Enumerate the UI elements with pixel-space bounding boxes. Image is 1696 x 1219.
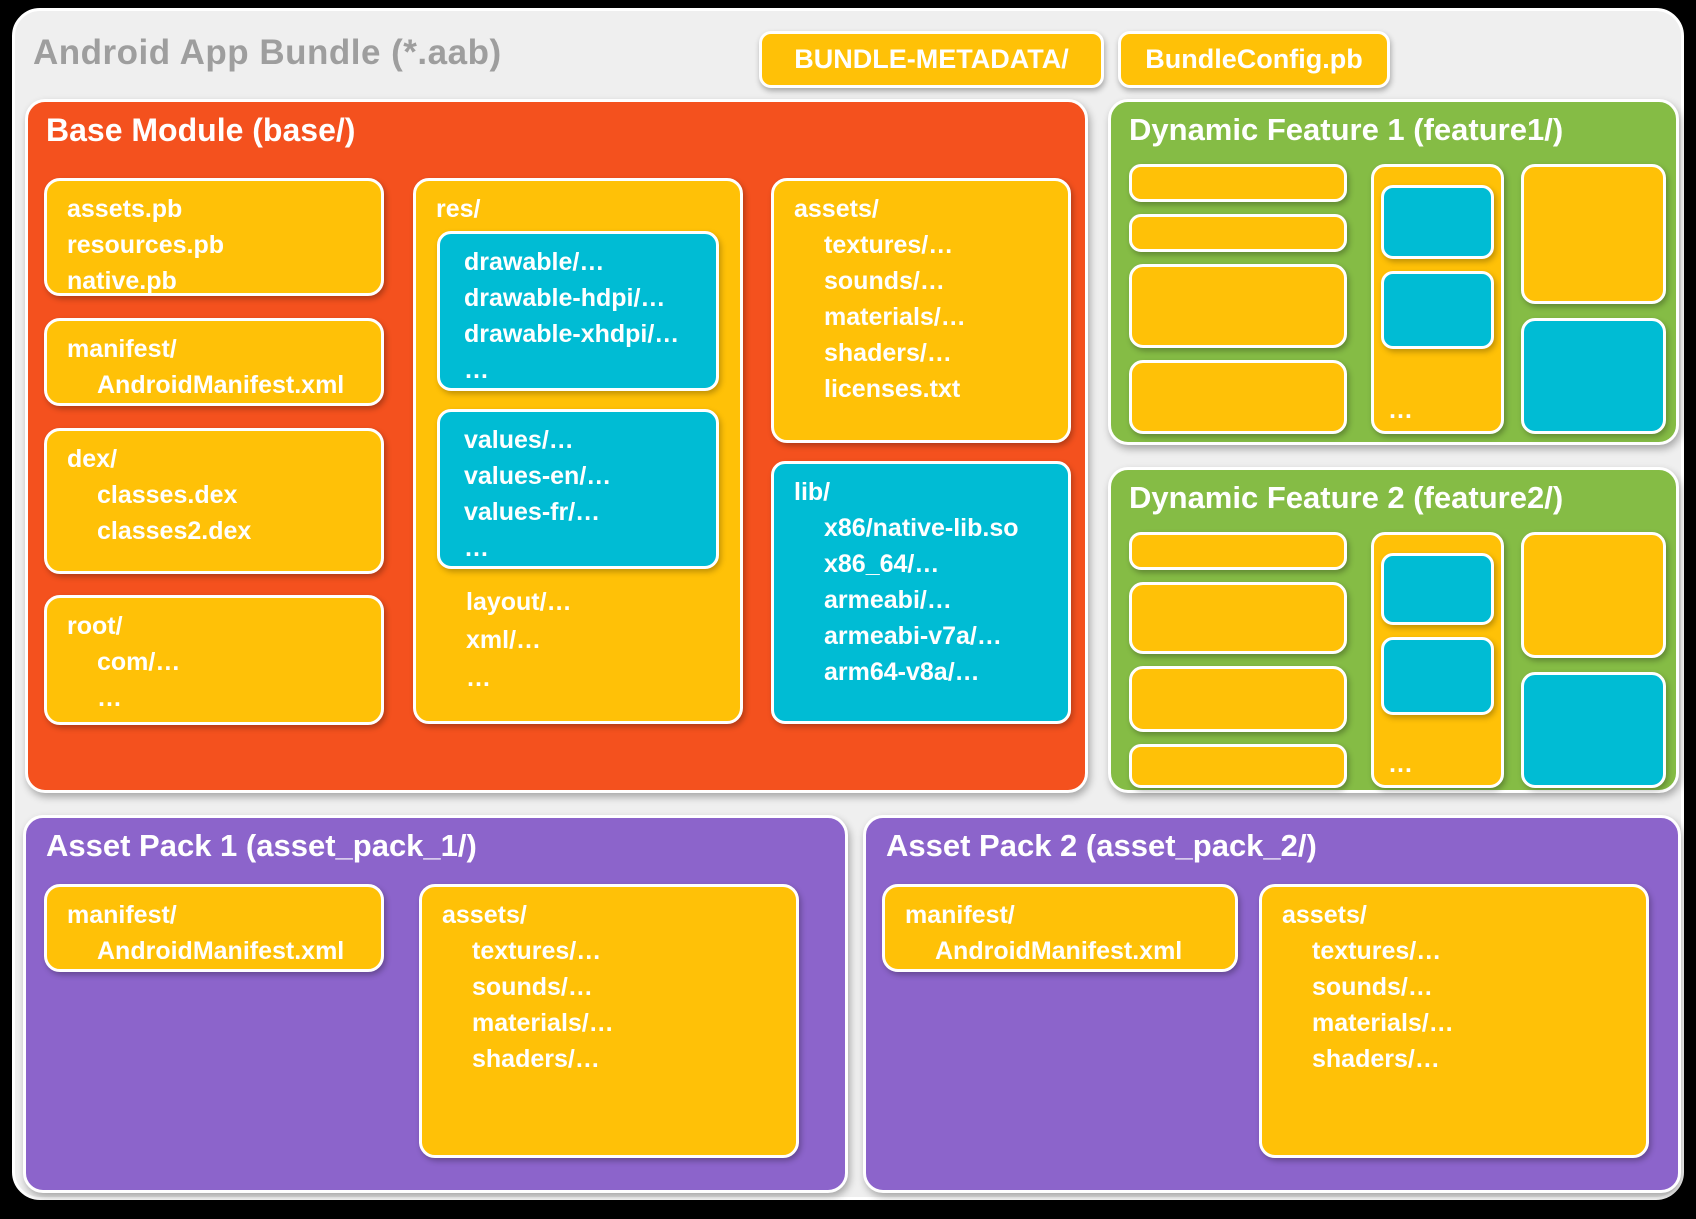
feature-ellipsis: … [1388, 750, 1413, 778]
base-assets-box: assets/textures/…sounds/…materials/…shad… [771, 178, 1071, 443]
feature-res-container: … [1371, 164, 1504, 434]
res-label: res/ [436, 195, 481, 223]
feature-placeholder-cyan-box [1381, 271, 1494, 349]
asset-pack-2-title: Asset Pack 2 (asset_pack_2/) [886, 828, 1317, 863]
asset-pack-1: Asset Pack 1 (asset_pack_1/) manifest/An… [23, 815, 848, 1193]
bundle-frame: Android App Bundle (*.aab) BUNDLE-METADA… [12, 8, 1684, 1200]
feature-placeholder-box [1129, 164, 1347, 202]
feature-placeholder-cyan-box [1381, 553, 1494, 625]
asset-pack-1-manifest-lines: manifest/AndroidManifest.xml [67, 901, 345, 965]
feature-placeholder-box [1129, 666, 1347, 732]
feature-ellipsis: … [1388, 396, 1413, 424]
feature-placeholder-box [1129, 214, 1347, 252]
asset-pack-2-manifest-lines: manifest/AndroidManifest.xml [905, 901, 1183, 965]
root-box: root/com/…… [44, 595, 384, 725]
dynamic-feature-1-title: Dynamic Feature 1 (feature1/) [1129, 112, 1564, 147]
asset-pack-1-manifest-box: manifest/AndroidManifest.xml [44, 884, 384, 972]
feature-placeholder-box [1129, 360, 1347, 434]
base-manifest-lines: manifest/AndroidManifest.xml [67, 335, 345, 399]
dynamic-feature-1: Dynamic Feature 1 (feature1/) … [1108, 99, 1679, 445]
root-lines: root/com/…… [67, 612, 181, 712]
feature-placeholder-box [1521, 164, 1666, 304]
page-title: Android App Bundle (*.aab) [33, 33, 502, 72]
feature-placeholder-box [1129, 582, 1347, 654]
drawable-lines: drawable/…drawable-hdpi/…drawable-xhdpi/… [464, 248, 680, 384]
values-box: values/…values-en/…values-fr/…… [437, 409, 719, 569]
feature-res-container: … [1371, 532, 1504, 788]
values-lines: values/…values-en/…values-fr/…… [464, 426, 612, 562]
dynamic-feature-2: Dynamic Feature 2 (feature2/) … [1108, 467, 1679, 793]
bundle-metadata-pill: BUNDLE-METADATA/ [759, 31, 1104, 88]
feature-placeholder-box [1129, 264, 1347, 348]
drawable-box: drawable/…drawable-hdpi/…drawable-xhdpi/… [437, 231, 719, 391]
asset-pack-2-assets-lines: assets/textures/…sounds/…materials/…shad… [1282, 901, 1454, 1073]
feature-placeholder-box [1129, 744, 1347, 788]
base-module-title: Base Module (base/) [46, 112, 356, 148]
feature-placeholder-box [1521, 532, 1666, 658]
feature-placeholder-cyan-box [1521, 672, 1666, 788]
dynamic-feature-2-title: Dynamic Feature 2 (feature2/) [1129, 480, 1564, 515]
asset-pack-1-title: Asset Pack 1 (asset_pack_1/) [46, 828, 477, 863]
asset-pack-1-assets-box: assets/textures/…sounds/…materials/…shad… [419, 884, 799, 1158]
feature-placeholder-cyan-box [1381, 637, 1494, 715]
asset-pack-2: Asset Pack 2 (asset_pack_2/) manifest/An… [863, 815, 1681, 1193]
feature-placeholder-cyan-box [1521, 318, 1666, 434]
asset-pack-2-manifest-box: manifest/AndroidManifest.xml [882, 884, 1238, 972]
base-assets-lines: assets/textures/…sounds/…materials/…shad… [794, 195, 966, 403]
bundle-config-pill: BundleConfig.pb [1118, 31, 1390, 88]
feature-placeholder-cyan-box [1381, 185, 1494, 259]
res-tail-lines: layout/…xml/…… [466, 588, 572, 692]
base-manifest-box: manifest/AndroidManifest.xml [44, 318, 384, 406]
res-box: res/ drawable/…drawable-hdpi/…drawable-x… [413, 178, 743, 724]
asset-pack-1-assets-lines: assets/textures/…sounds/…materials/…shad… [442, 901, 614, 1073]
feature-placeholder-box [1129, 532, 1347, 570]
asset-pack-2-assets-box: assets/textures/…sounds/…materials/…shad… [1259, 884, 1649, 1158]
